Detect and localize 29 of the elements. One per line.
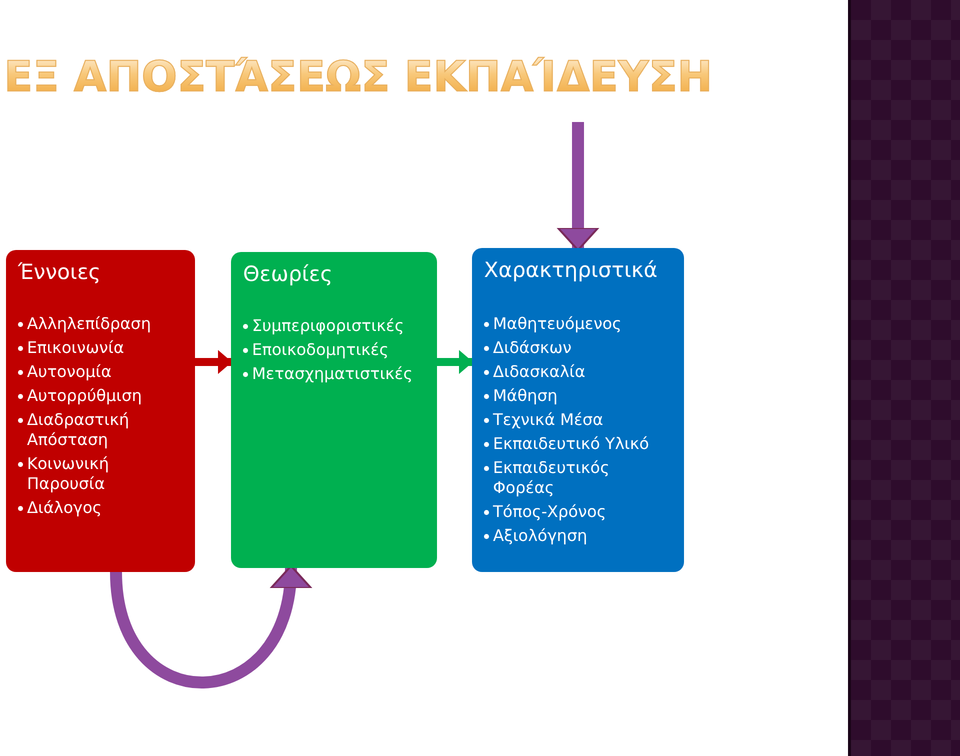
list-item: Μαθητευόμενος bbox=[484, 314, 672, 334]
list-item: Διαδραστική Απόσταση bbox=[18, 410, 183, 450]
list-item: Τεχνικά Μέσα bbox=[484, 410, 672, 430]
list-item: Τόπος-Χρόνος bbox=[484, 502, 672, 522]
list-item: Αξιολόγηση bbox=[484, 526, 672, 546]
box-heading: Χαρακτηριστικά bbox=[484, 258, 658, 282]
category-box bbox=[6, 250, 195, 572]
list-item: Διάλογος bbox=[18, 498, 183, 518]
list-item: Μάθηση bbox=[484, 386, 672, 406]
box-heading: Θεωρίες bbox=[243, 262, 334, 286]
list-item: Εκπαιδευτικό Υλικό bbox=[484, 434, 672, 454]
list-item: Επικοινωνία bbox=[18, 338, 183, 358]
arrow bbox=[557, 122, 599, 251]
list-item: Εποικοδομητικές bbox=[243, 340, 425, 360]
list-item: Κοινωνική Παρουσία bbox=[18, 454, 183, 494]
category-box bbox=[231, 252, 437, 568]
box-heading: Έννοιες bbox=[18, 260, 102, 284]
arrow bbox=[110, 565, 310, 688]
category-box bbox=[472, 248, 684, 572]
arrow bbox=[195, 350, 232, 374]
arrow bbox=[437, 350, 473, 374]
list-item: Μετασχηματιστικές bbox=[243, 364, 425, 384]
list-item: Διδασκαλία bbox=[484, 362, 672, 382]
list-item: Συμπεριφοριστικές bbox=[243, 316, 425, 336]
list-item: Αλληλεπίδραση bbox=[18, 314, 183, 334]
list-item: Αυτορρύθμιση bbox=[18, 386, 183, 406]
list-item: Διδάσκων bbox=[484, 338, 672, 358]
list-item: Εκπαιδευτικός Φορέας bbox=[484, 458, 672, 498]
list-item: Αυτονομία bbox=[18, 362, 183, 382]
